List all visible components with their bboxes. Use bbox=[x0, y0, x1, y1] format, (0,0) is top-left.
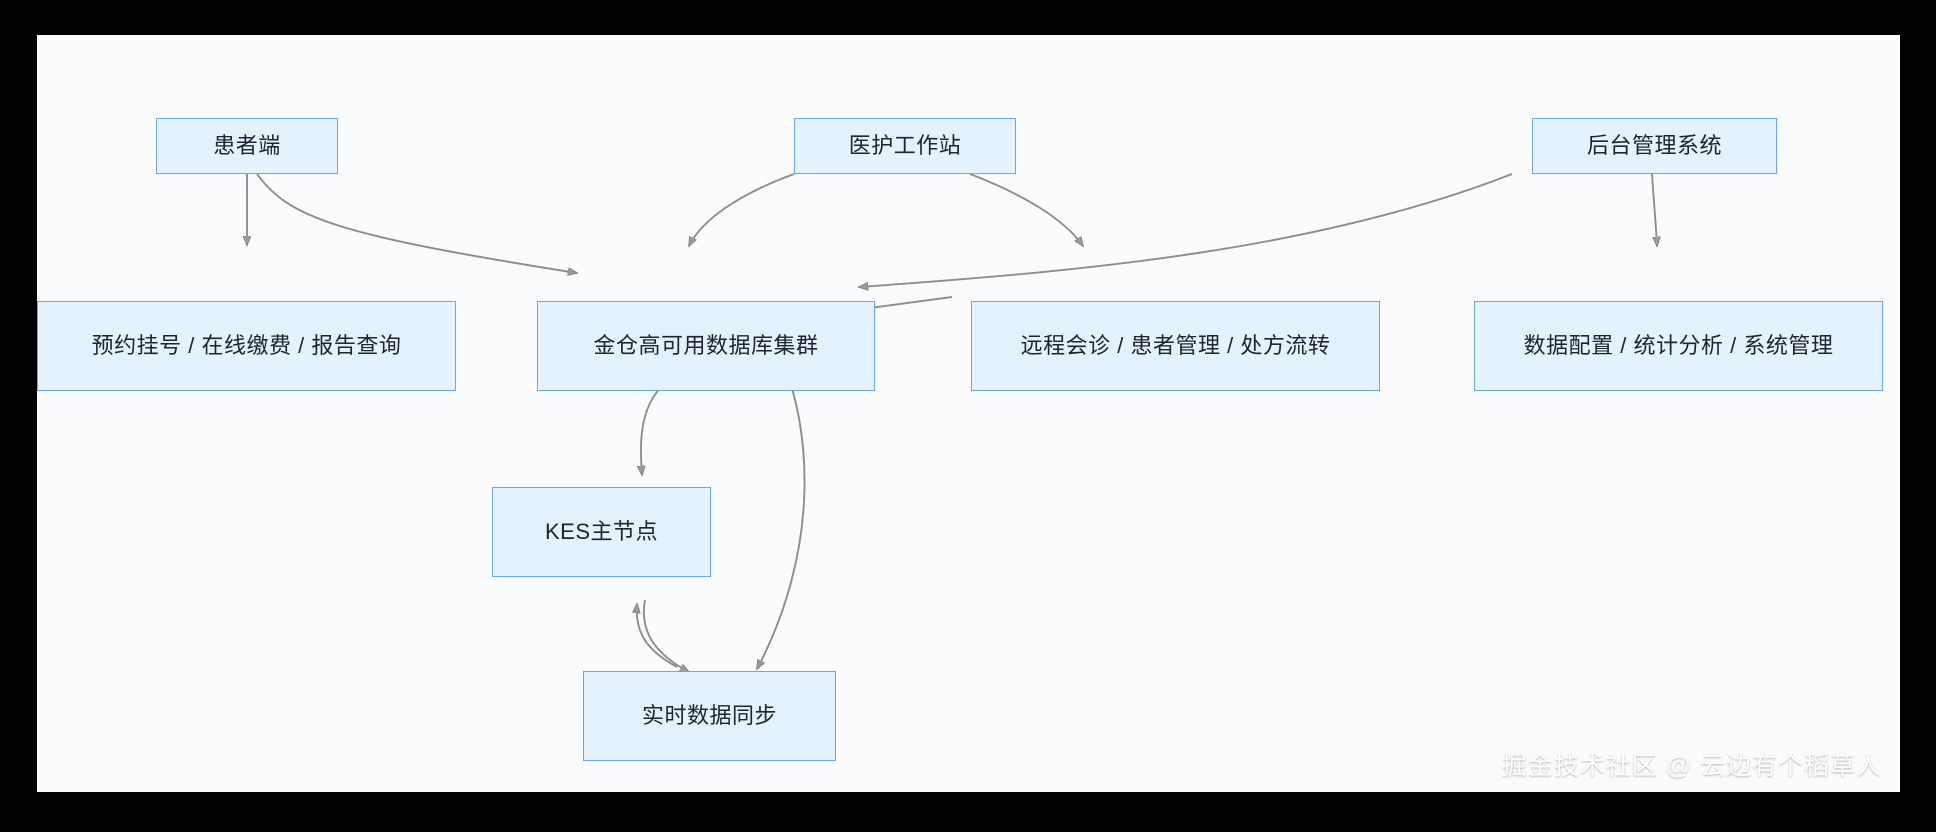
watermark-text: 掘金技术社区 @ 云边有个稻草人 bbox=[1501, 752, 1882, 780]
node-label: 远程会诊 / 患者管理 / 处方流转 bbox=[1020, 332, 1331, 358]
node-label: 预约挂号 / 在线缴费 / 报告查询 bbox=[91, 332, 402, 358]
node-label: 金仓高可用数据库集群 bbox=[593, 332, 819, 358]
edge-cluster-to-realtime-sync bbox=[757, 354, 806, 669]
node-label: 患者端 bbox=[213, 132, 281, 158]
edge-patient-client-to-cluster bbox=[256, 173, 577, 273]
node-admin-services[interactable]: 数据配置 / 统计分析 / 系统管理 bbox=[1474, 301, 1883, 391]
edge-workstation-to-clinical-services bbox=[969, 173, 1083, 246]
node-label: 后台管理系统 bbox=[1586, 132, 1722, 158]
node-label: 实时数据同步 bbox=[641, 702, 777, 728]
node-kingbase-cluster[interactable]: 金仓高可用数据库集群 bbox=[537, 301, 875, 391]
node-realtime-sync[interactable]: 实时数据同步 bbox=[583, 671, 836, 761]
edge-kes-primary-to-realtime-sync bbox=[642, 599, 689, 672]
diagram-canvas: 患者端 医护工作站 后台管理系统 预约挂号 / 在线缴费 / 报告查询 金仓高可… bbox=[37, 35, 1900, 792]
node-label: KES主节点 bbox=[544, 518, 659, 544]
edge-workstation-to-cluster bbox=[688, 173, 795, 246]
node-patient-client[interactable]: 患者端 bbox=[156, 118, 338, 174]
edge-realtime-sync-to-kes-primary bbox=[637, 604, 678, 668]
edge-admin-system-to-cluster bbox=[859, 173, 1513, 287]
node-medical-workstation[interactable]: 医护工作站 bbox=[794, 118, 1016, 174]
node-kes-primary[interactable]: KES主节点 bbox=[492, 487, 711, 577]
edge-admin-system-to-admin-services bbox=[1651, 173, 1657, 246]
node-label: 数据配置 / 统计分析 / 系统管理 bbox=[1523, 332, 1834, 358]
node-label: 医护工作站 bbox=[848, 132, 962, 158]
node-admin-system[interactable]: 后台管理系统 bbox=[1532, 118, 1777, 174]
node-patient-services[interactable]: 预约挂号 / 在线缴费 / 报告查询 bbox=[37, 301, 456, 391]
node-clinical-services[interactable]: 远程会诊 / 患者管理 / 处方流转 bbox=[971, 301, 1380, 391]
